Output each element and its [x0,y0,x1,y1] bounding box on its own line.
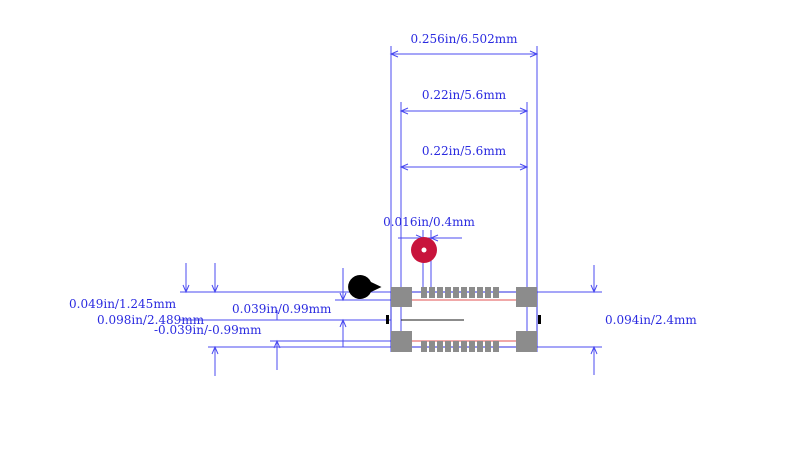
dimension-label-pad-span-top: 0.22in/5.6mm [422,88,507,102]
signal-pad-top-8 [477,287,483,298]
dimension-row-pitch: 0.098in/2.489mm [97,263,219,376]
dimension-label-row-pitch: 0.098in/2.489mm [97,313,205,327]
signal-pads [421,287,499,352]
signal-pad-top-1 [421,287,427,298]
pin1-orientation-symbol [348,275,382,300]
dimension-label-body-height: 0.094in/2.4mm [605,313,697,327]
dimension-label-overall-width: 0.256in/6.502mm [410,32,518,46]
signal-pad-top-7 [469,287,475,298]
signal-pad-top-10 [493,287,499,298]
dimension-body-height: 0.094in/2.4mm [590,265,697,375]
signal-pad-bottom-2 [429,341,435,352]
signal-pad-bottom-1 [421,341,427,352]
signal-pad-bottom-6 [461,341,467,352]
dimension-label-pitch: 0.016in/0.4mm [383,215,475,229]
dimension-label-row-offset: 0.049in/1.245mm [69,297,177,311]
orientation-mark-right [538,315,541,324]
dimension-pitch: 0.016in/0.4mm [383,215,476,242]
dimension-label-center-offset-pos: 0.039in/0.99mm [232,302,332,316]
dimension-pad-span-top: 0.22in/5.6mm [399,88,529,115]
dimension-center-offset: 0.039in/0.99mm -0.039in/-0.99mm [154,302,332,370]
signal-pad-bottom-9 [485,341,491,352]
dimension-overall-width: 0.256in/6.502mm [389,32,539,58]
corner-pad-top-left [391,287,412,307]
signal-pad-top-2 [429,287,435,298]
corner-pad-bottom-right [516,331,537,352]
signal-pad-bottom-4 [445,341,451,352]
pin1-marker [411,237,437,263]
dimension-label-center-offset-neg: -0.039in/-0.99mm [154,323,262,337]
corner-pads [391,287,537,352]
dimension-center-marker [339,268,347,347]
corner-pad-top-right [516,287,537,307]
signal-pad-bottom-5 [453,341,459,352]
corner-pad-bottom-left [391,331,412,352]
signal-pad-bottom-8 [477,341,483,352]
dimension-pad-span-bottom: 0.22in/5.6mm [399,144,529,171]
dimension-row-offset: 0.049in/1.245mm [69,263,190,311]
component-body [390,291,538,348]
orientation-mark-left [386,315,389,324]
signal-pad-top-3 [437,287,443,298]
signal-pad-bottom-10 [493,341,499,352]
signal-pad-top-4 [445,287,451,298]
signal-pad-bottom-7 [469,341,475,352]
signal-pad-top-5 [453,287,459,298]
signal-pad-top-6 [461,287,467,298]
signal-pad-bottom-3 [437,341,443,352]
dimension-label-pad-span-bottom: 0.22in/5.6mm [422,144,507,158]
signal-pad-top-9 [485,287,491,298]
